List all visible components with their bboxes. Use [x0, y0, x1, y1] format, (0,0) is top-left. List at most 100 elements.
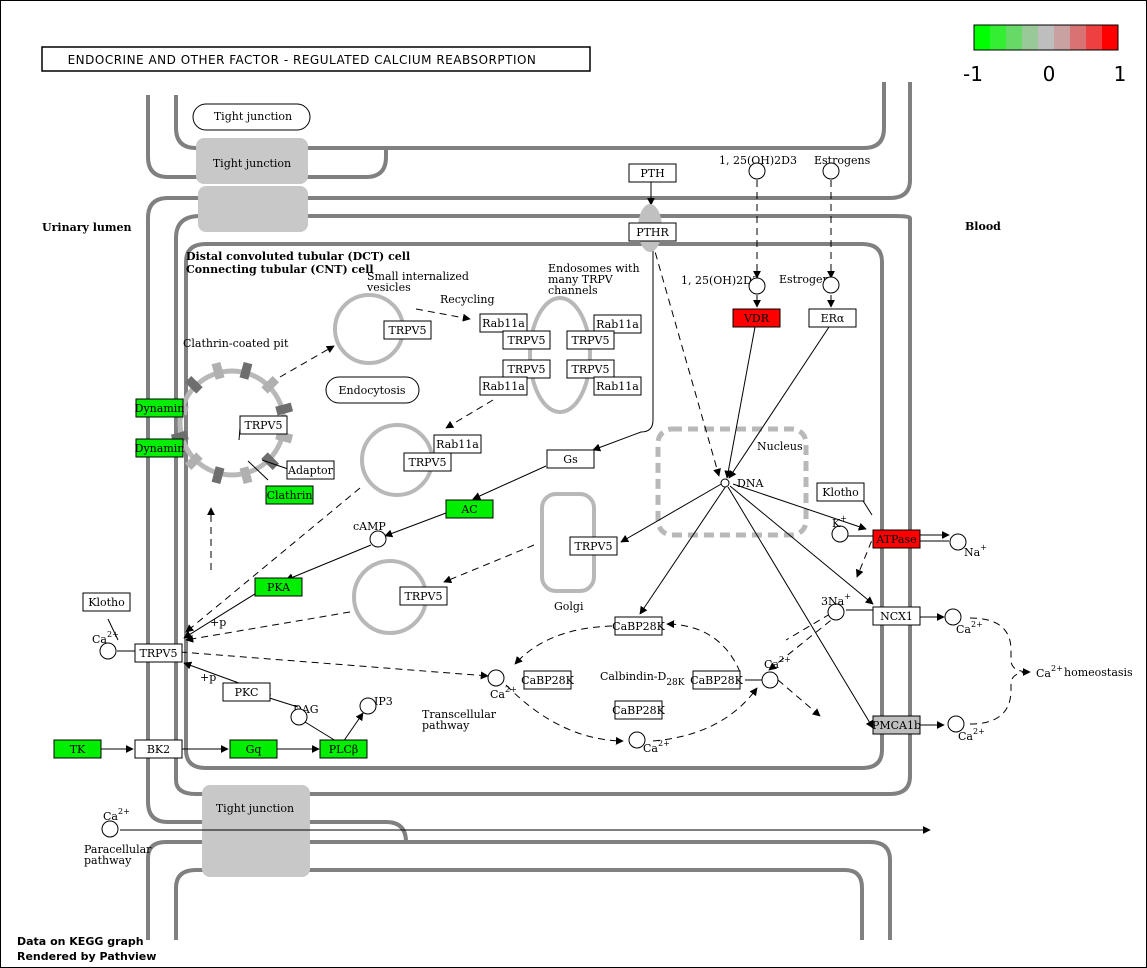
- gene-node-box: [265, 485, 314, 505]
- gene-node-plcb[interactable]: PLCβ: [319, 739, 368, 759]
- pathway-edge: [247, 460, 269, 481]
- gene-node-gs[interactable]: Gs: [546, 449, 595, 469]
- gene-node-box: [546, 449, 595, 469]
- gene-node-box: [808, 308, 857, 328]
- gene-node-box: [502, 330, 551, 350]
- transcellular-label: Transcellular: [422, 708, 497, 721]
- gene-node-label: CaBP28K: [612, 620, 665, 633]
- gene-node-clathrin[interactable]: Clathrin: [265, 485, 314, 505]
- color-legend: -1 0 1: [963, 24, 1127, 86]
- gene-node-cabp28k[interactable]: CaBP28K: [690, 670, 744, 690]
- gene-node-cabp28k[interactable]: CaBP28K: [612, 700, 666, 720]
- gene-node-atpase[interactable]: ATPase: [872, 529, 921, 549]
- gene-node-box: [135, 438, 184, 458]
- pathway-edge: [185, 487, 361, 633]
- gene-node-pthr[interactable]: PTHR: [628, 222, 677, 242]
- gene-node-box: [222, 682, 271, 702]
- compound-label: Ca2+: [764, 655, 791, 671]
- gene-node-pka[interactable]: PKA: [254, 577, 303, 597]
- gene-node-bk2[interactable]: BK2: [134, 739, 183, 759]
- gene-node-klotho[interactable]: Klotho: [816, 482, 865, 502]
- compound-label: Na+: [964, 543, 987, 559]
- estrogens-label: Estrogens: [779, 273, 836, 286]
- camp-label: cAMP: [353, 520, 386, 533]
- clathrin-spoke: [261, 452, 280, 471]
- gene-node-trpv5[interactable]: TRPV5: [134, 643, 183, 663]
- pathway-edge: [969, 671, 1031, 725]
- gene-node-box: [569, 536, 618, 556]
- gene-node-trpv5[interactable]: TRPV5: [566, 359, 615, 379]
- gene-node-trpv5[interactable]: TRPV5: [383, 320, 432, 340]
- gene-node-trpv5[interactable]: TRPV5: [502, 330, 551, 350]
- gene-node-label: PTHR: [636, 226, 669, 239]
- legend-color-cell: [1102, 25, 1118, 50]
- gene-node-ncx1[interactable]: NCX1: [872, 606, 921, 626]
- gene-node-box: [433, 434, 482, 454]
- pathway-edge: [514, 625, 613, 665]
- compound-circle: [359, 697, 377, 715]
- gene-node-cabp28k[interactable]: CaBP28K: [521, 670, 575, 690]
- pathway-edge: [969, 617, 1031, 676]
- pathway-edge: [179, 651, 489, 680]
- gene-node-trpv5[interactable]: TRPV5: [566, 330, 615, 350]
- legend-tick-max: 1: [1114, 62, 1127, 86]
- compound-circle: [99, 642, 117, 660]
- gene-node-dynamin[interactable]: Dynamin: [135, 398, 185, 418]
- gene-node-adaptor[interactable]: Adaptor: [286, 460, 335, 480]
- gene-node-box: [872, 606, 921, 626]
- gene-node-klotho[interactable]: Klotho: [82, 592, 131, 612]
- gene-node-pmca1b[interactable]: PMCA1b: [872, 715, 921, 735]
- gene-node-trpv5[interactable]: TRPV5: [399, 586, 448, 606]
- gene-node-label: CaBP28K: [521, 674, 574, 687]
- pathway-edge: [652, 687, 758, 742]
- gene-node-trpv5[interactable]: TRPV5: [502, 359, 551, 379]
- dna-label: DNA: [737, 477, 764, 490]
- gene-node-rab11a[interactable]: Rab11a: [593, 314, 642, 334]
- pathway-edge: [285, 544, 372, 581]
- gene-node-trpv5[interactable]: TRPV5: [569, 536, 618, 556]
- gene-node-box: [134, 739, 183, 759]
- gene-node-tk[interactable]: TK: [53, 739, 102, 759]
- clathrin-pit-label: Clathrin-coated pit: [183, 337, 289, 350]
- transcellular-label: pathway: [422, 719, 470, 732]
- pathway-edge: [261, 459, 289, 470]
- clathrin-spoke: [239, 361, 253, 380]
- estrogens-label: Estrogens: [814, 154, 871, 167]
- ip3-label: IP3: [374, 695, 393, 708]
- gene-node-trpv5[interactable]: TRPV5: [239, 415, 288, 435]
- compound-circle: [101, 820, 119, 838]
- compound-circle: [487, 669, 505, 687]
- gene-node-box: [403, 452, 452, 472]
- gene-node-trpv5[interactable]: TRPV5: [403, 452, 452, 472]
- gene-node-rab11a[interactable]: Rab11a: [479, 376, 528, 396]
- compound-circle: [949, 533, 967, 551]
- gene-node-box: [82, 592, 131, 612]
- gene-node-gq[interactable]: Gq: [229, 739, 278, 759]
- gene-node-label: CaBP28K: [612, 704, 665, 717]
- gene-node-box: [593, 376, 642, 396]
- compound-label: Ca2+: [643, 739, 670, 755]
- compound-circle: [720, 478, 730, 488]
- gene-node-box: [593, 314, 642, 334]
- gene-node-label: PTH: [640, 167, 664, 180]
- tight-junction-label: Tight junction: [213, 157, 291, 170]
- compound-label: Ca2+: [956, 620, 983, 636]
- gene-node-vdr[interactable]: VDR: [732, 308, 781, 328]
- gene-node-rab11a[interactable]: Rab11a: [593, 376, 642, 396]
- compound-circle: [290, 708, 308, 726]
- gene-node-cabp28k[interactable]: CaBP28K: [612, 616, 666, 636]
- gene-node-rab11a[interactable]: Rab11a: [433, 434, 482, 454]
- gene-node-era[interactable]: ERα: [808, 308, 857, 328]
- pathway-edge: [445, 399, 494, 429]
- pathway-edge: [183, 661, 248, 687]
- gene-node-pth[interactable]: PTH: [628, 163, 677, 183]
- legend-color-cell: [990, 25, 1006, 50]
- gene-node-dynamin[interactable]: Dynamin: [135, 438, 185, 458]
- gene-node-ac[interactable]: AC: [445, 499, 494, 519]
- gene-node-box: [383, 320, 432, 340]
- gene-node-pkc[interactable]: PKC: [222, 682, 271, 702]
- pathway-edge: [777, 679, 821, 717]
- gene-node-rab11a[interactable]: Rab11a: [479, 313, 528, 333]
